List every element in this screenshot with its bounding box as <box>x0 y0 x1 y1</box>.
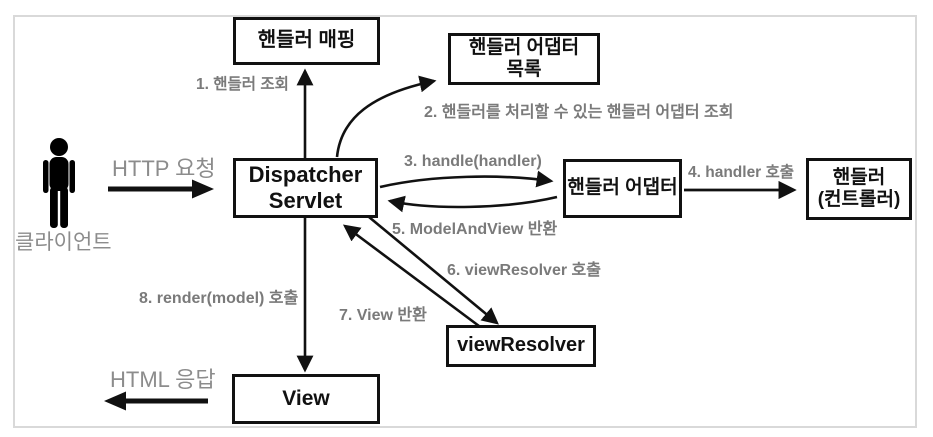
arrow-html-response <box>104 391 208 411</box>
arrow-http-request <box>108 179 214 199</box>
node-view-resolver: viewResolver <box>446 325 596 367</box>
step-3-label: 3. handle(handler) <box>404 153 542 170</box>
arrow-step-7 <box>342 224 488 334</box>
node-handler-mapping: 핸들러 매핑 <box>233 17 380 65</box>
step-5-label: 5. ModelAndView 반환 <box>392 221 558 238</box>
arrow-step-5 <box>387 195 558 213</box>
arrow-step-3 <box>379 170 554 189</box>
step-1-label: 1. 핸들러 조회 <box>196 76 289 93</box>
html-response-label: HTML 응답 <box>110 367 216 392</box>
step-7-label: 7. View 반환 <box>339 307 427 324</box>
client-label: 클라이언트 <box>15 231 112 254</box>
http-request-label: HTTP 요청 <box>112 156 216 181</box>
step-8-label: 8. render(model) 호출 <box>139 290 299 307</box>
node-handler-adapter: 핸들러 어댑터 <box>563 159 682 218</box>
node-view: View <box>232 374 380 424</box>
step-4-label: 4. handler 호출 <box>688 164 795 181</box>
step-6-label: 6. viewResolver 호출 <box>447 262 601 279</box>
node-handler-controller: 핸들러 (컨트롤러) <box>806 158 912 220</box>
arrow-step-6 <box>368 215 499 325</box>
arrow-step-2 <box>335 75 437 158</box>
client-person-icon <box>43 138 75 228</box>
node-handler-adapter-list: 핸들러 어댑터 목록 <box>448 33 600 85</box>
node-dispatcher-servlet: Dispatcher Servlet <box>233 158 378 218</box>
step-2-label: 2. 핸들러를 처리할 수 있는 핸들러 어댑터 조회 <box>424 104 734 121</box>
